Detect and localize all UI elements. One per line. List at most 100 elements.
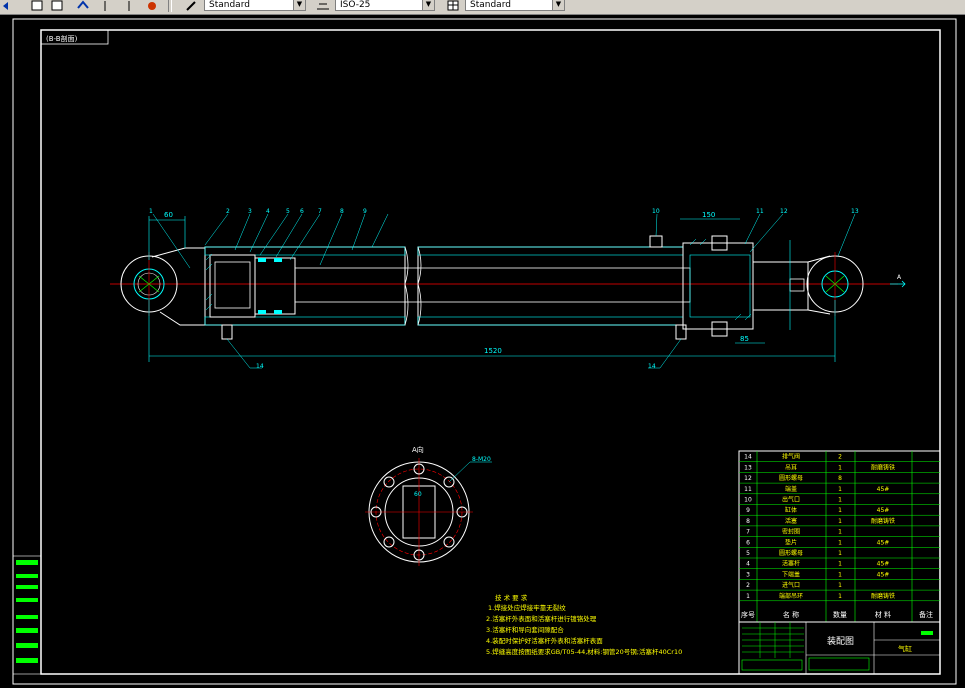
text-style-select[interactable]: Standard ▼ (204, 0, 306, 11)
bom-cell-qty: 1 (838, 486, 842, 493)
dim-60: 60 (164, 211, 173, 219)
title-block (738, 621, 941, 675)
bom-cell-name: 排气阀 (782, 453, 800, 461)
titleblock-name: 气缸 (898, 644, 912, 653)
tech-line-3: 3.活塞杆和导向套间隙配合 (486, 625, 564, 634)
bom-cell-qty: 8 (838, 475, 842, 482)
bom-header-no: 序号 (741, 610, 755, 619)
bom-cell-no: 4 (746, 561, 750, 568)
text-style-value: Standard (209, 0, 250, 10)
bom-cell-no: 6 (746, 539, 750, 546)
table-style-select[interactable]: Standard ▼ (465, 0, 565, 11)
bom-cell-no: 5 (746, 550, 750, 557)
bom-cell-no: 1 (746, 593, 750, 600)
bom-cell-mat: 45# (877, 571, 890, 578)
bom-cell-no: 13 (744, 464, 752, 471)
callout-13: 13 (851, 208, 859, 215)
bom-cell-no: 2 (746, 582, 750, 589)
bom-cell-mat: 耐磨铸铁 (871, 517, 895, 525)
bom-cell-qty: 1 (838, 507, 842, 514)
tech-line-4: 4.装配时保护好活塞杆外表和活塞杆表面 (486, 636, 603, 645)
bom-cell-qty: 1 (838, 529, 842, 536)
window-icon[interactable] (30, 0, 44, 12)
bom-cell-no: 14 (744, 454, 752, 461)
section-mark: A (897, 274, 902, 281)
window-icon-2[interactable] (50, 0, 64, 12)
bom-cell-name: 吊耳 (785, 464, 797, 471)
left-side-strip (12, 555, 42, 675)
hole-label: 8-M20 (472, 456, 491, 463)
callout-10: 10 (652, 208, 660, 215)
callout-1: 1 (149, 208, 153, 215)
undo-icon[interactable] (0, 0, 14, 12)
pan-icon[interactable] (76, 0, 90, 12)
sheet-inner-border (40, 29, 941, 675)
drawing-canvas[interactable]: (B-B剖面) (0, 15, 965, 688)
paint-icon[interactable] (145, 0, 159, 12)
bom-cell-no: 11 (744, 486, 752, 493)
bom-header-note: 备注 (919, 610, 933, 619)
callout-5: 5 (286, 208, 290, 215)
bom-cell-qty: 1 (838, 497, 842, 504)
callout-14-right: 14 (648, 363, 656, 370)
callout-2: 2 (226, 208, 230, 215)
flange-dia-label: 60 (414, 491, 422, 498)
bom-cell-no: 8 (746, 518, 750, 525)
bom-cell-qty: 1 (838, 582, 842, 589)
flange-view-a (365, 458, 492, 566)
tech-line-1: 1.焊接处应焊接牢靠无裂纹 (488, 603, 566, 612)
bom-cell-qty: 1 (838, 464, 842, 471)
chevron-down-icon[interactable]: ▼ (552, 0, 564, 10)
chevron-down-icon[interactable]: ▼ (293, 0, 305, 10)
bom-cell-mat: 45# (877, 561, 890, 568)
left-eye (120, 247, 206, 326)
line-icon[interactable] (122, 0, 136, 12)
cylinder-body (204, 235, 809, 340)
callout-12: 12 (780, 208, 788, 215)
bom-cell-no: 12 (744, 475, 752, 482)
view-label-box (40, 29, 109, 45)
bom-cell-no: 10 (744, 497, 752, 504)
table-style-value: Standard (470, 0, 511, 10)
bom-cell-qty: 1 (838, 571, 842, 578)
tech-requirements: 技 术 要 求 1.焊接处应焊接牢靠无裂纹 2.活塞杆外表面和活塞杆进行镀铬处理… (486, 593, 682, 656)
bom-cell-name: 垫片 (785, 538, 797, 546)
view-a-label: A向 (412, 445, 424, 454)
bom-cell-name: 缸体 (785, 506, 797, 514)
bom-cell-qty: 1 (838, 561, 842, 568)
bom-cell-name: 活塞杆 (782, 560, 800, 568)
dim-style-select[interactable]: ISO-25▼ (335, 0, 435, 11)
callout-9: 9 (363, 208, 367, 215)
dim-1520: 1520 (484, 347, 502, 355)
pointer-icon[interactable] (100, 0, 114, 12)
bom-cell-mat: 耐磨铸铁 (871, 592, 895, 600)
bom-cell-name: 圆形螺母 (779, 549, 803, 557)
sheet-outer-border (12, 18, 957, 685)
text-style-icon (186, 1, 196, 11)
callout-11: 11 (756, 208, 764, 215)
dim-150: 150 (702, 211, 715, 219)
bom-cell-mat: 45# (877, 507, 890, 514)
dimension-lines (148, 216, 836, 362)
part-callouts: 1 2 3 4 5 6 7 8 9 10 11 12 13 14 14 (149, 208, 859, 370)
chevron-down-icon[interactable]: ▼ (422, 0, 434, 10)
bom-cell-name: 圆形螺母 (779, 474, 803, 482)
callout-8: 8 (340, 208, 344, 215)
leader-lines (152, 213, 856, 369)
table-style-icon (447, 0, 459, 11)
bom-cell-name: 端部吊环 (779, 592, 803, 600)
bom-header-mat: 材 料 (875, 610, 891, 619)
toolbar-separator (168, 0, 172, 12)
bom-cell-no: 7 (746, 529, 750, 536)
bom-cell-name: 出气口 (782, 496, 800, 504)
bom-cell-qty: 1 (838, 518, 842, 525)
titleblock-title: 装配图 (827, 635, 854, 647)
dim-style-icon (317, 3, 329, 10)
bom-cell-name: 活塞 (785, 517, 797, 525)
tech-line-2: 2.活塞杆外表面和活塞杆进行镀铬处理 (486, 614, 597, 623)
callout-4: 4 (266, 208, 270, 215)
callout-7: 7 (318, 208, 322, 215)
bom-cell-mat: 45# (877, 486, 890, 493)
bom-cell-qty: 1 (838, 539, 842, 546)
toolbar: Standard ▼ ISO-25▼ Standard ▼ (0, 0, 965, 15)
